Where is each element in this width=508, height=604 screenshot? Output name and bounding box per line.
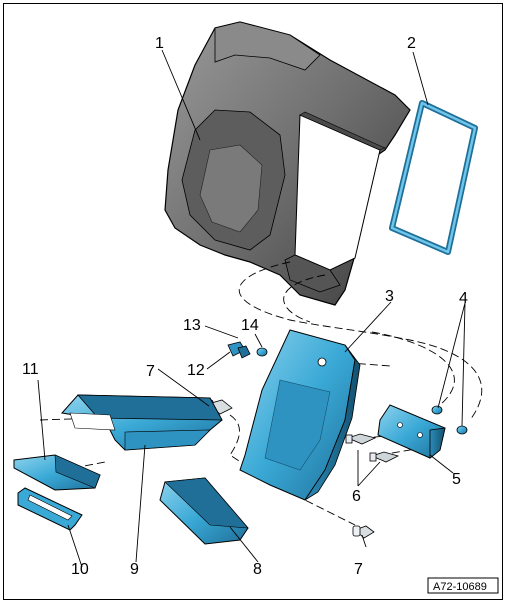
assembly-guide-lines — [37, 261, 483, 526]
part-14-grommet — [256, 347, 268, 357]
label-3: 3 — [385, 288, 394, 305]
part-10-trim-insert — [17, 487, 83, 531]
label-2: 2 — [407, 35, 416, 52]
part-3-center-frame — [239, 329, 361, 501]
part-9-housing — [61, 394, 223, 451]
label-8: 8 — [253, 561, 262, 578]
part-11-tray — [13, 454, 101, 491]
label-1: 1 — [155, 35, 164, 52]
label-7-lower: 7 — [354, 561, 363, 578]
label-7-upper: 7 — [146, 363, 155, 380]
part-6-bolts — [345, 433, 400, 463]
label-10: 10 — [71, 561, 89, 578]
part-5-bracket — [377, 404, 446, 459]
label-12: 12 — [187, 362, 205, 379]
part-4-nuts — [431, 405, 468, 435]
label-9: 9 — [130, 561, 139, 578]
label-4: 4 — [459, 290, 468, 307]
label-6: 6 — [352, 488, 361, 505]
part-1-backrest — [164, 21, 411, 306]
label-11: 11 — [22, 361, 39, 378]
callout-labels: 1 2 3 4 5 6 7 7 8 9 10 11 12 13 14 — [22, 35, 468, 578]
part-8-lower-cover — [159, 477, 249, 545]
part-2-frame-seal — [389, 100, 478, 255]
figure-code: A72-10689 — [433, 581, 487, 593]
label-13: 13 — [183, 317, 201, 334]
figure-code-box: A72-10689 — [427, 577, 499, 594]
leader-lines — [37, 49, 466, 568]
label-5: 5 — [452, 471, 461, 488]
label-14: 14 — [241, 317, 259, 334]
part-13-clip — [237, 345, 251, 359]
